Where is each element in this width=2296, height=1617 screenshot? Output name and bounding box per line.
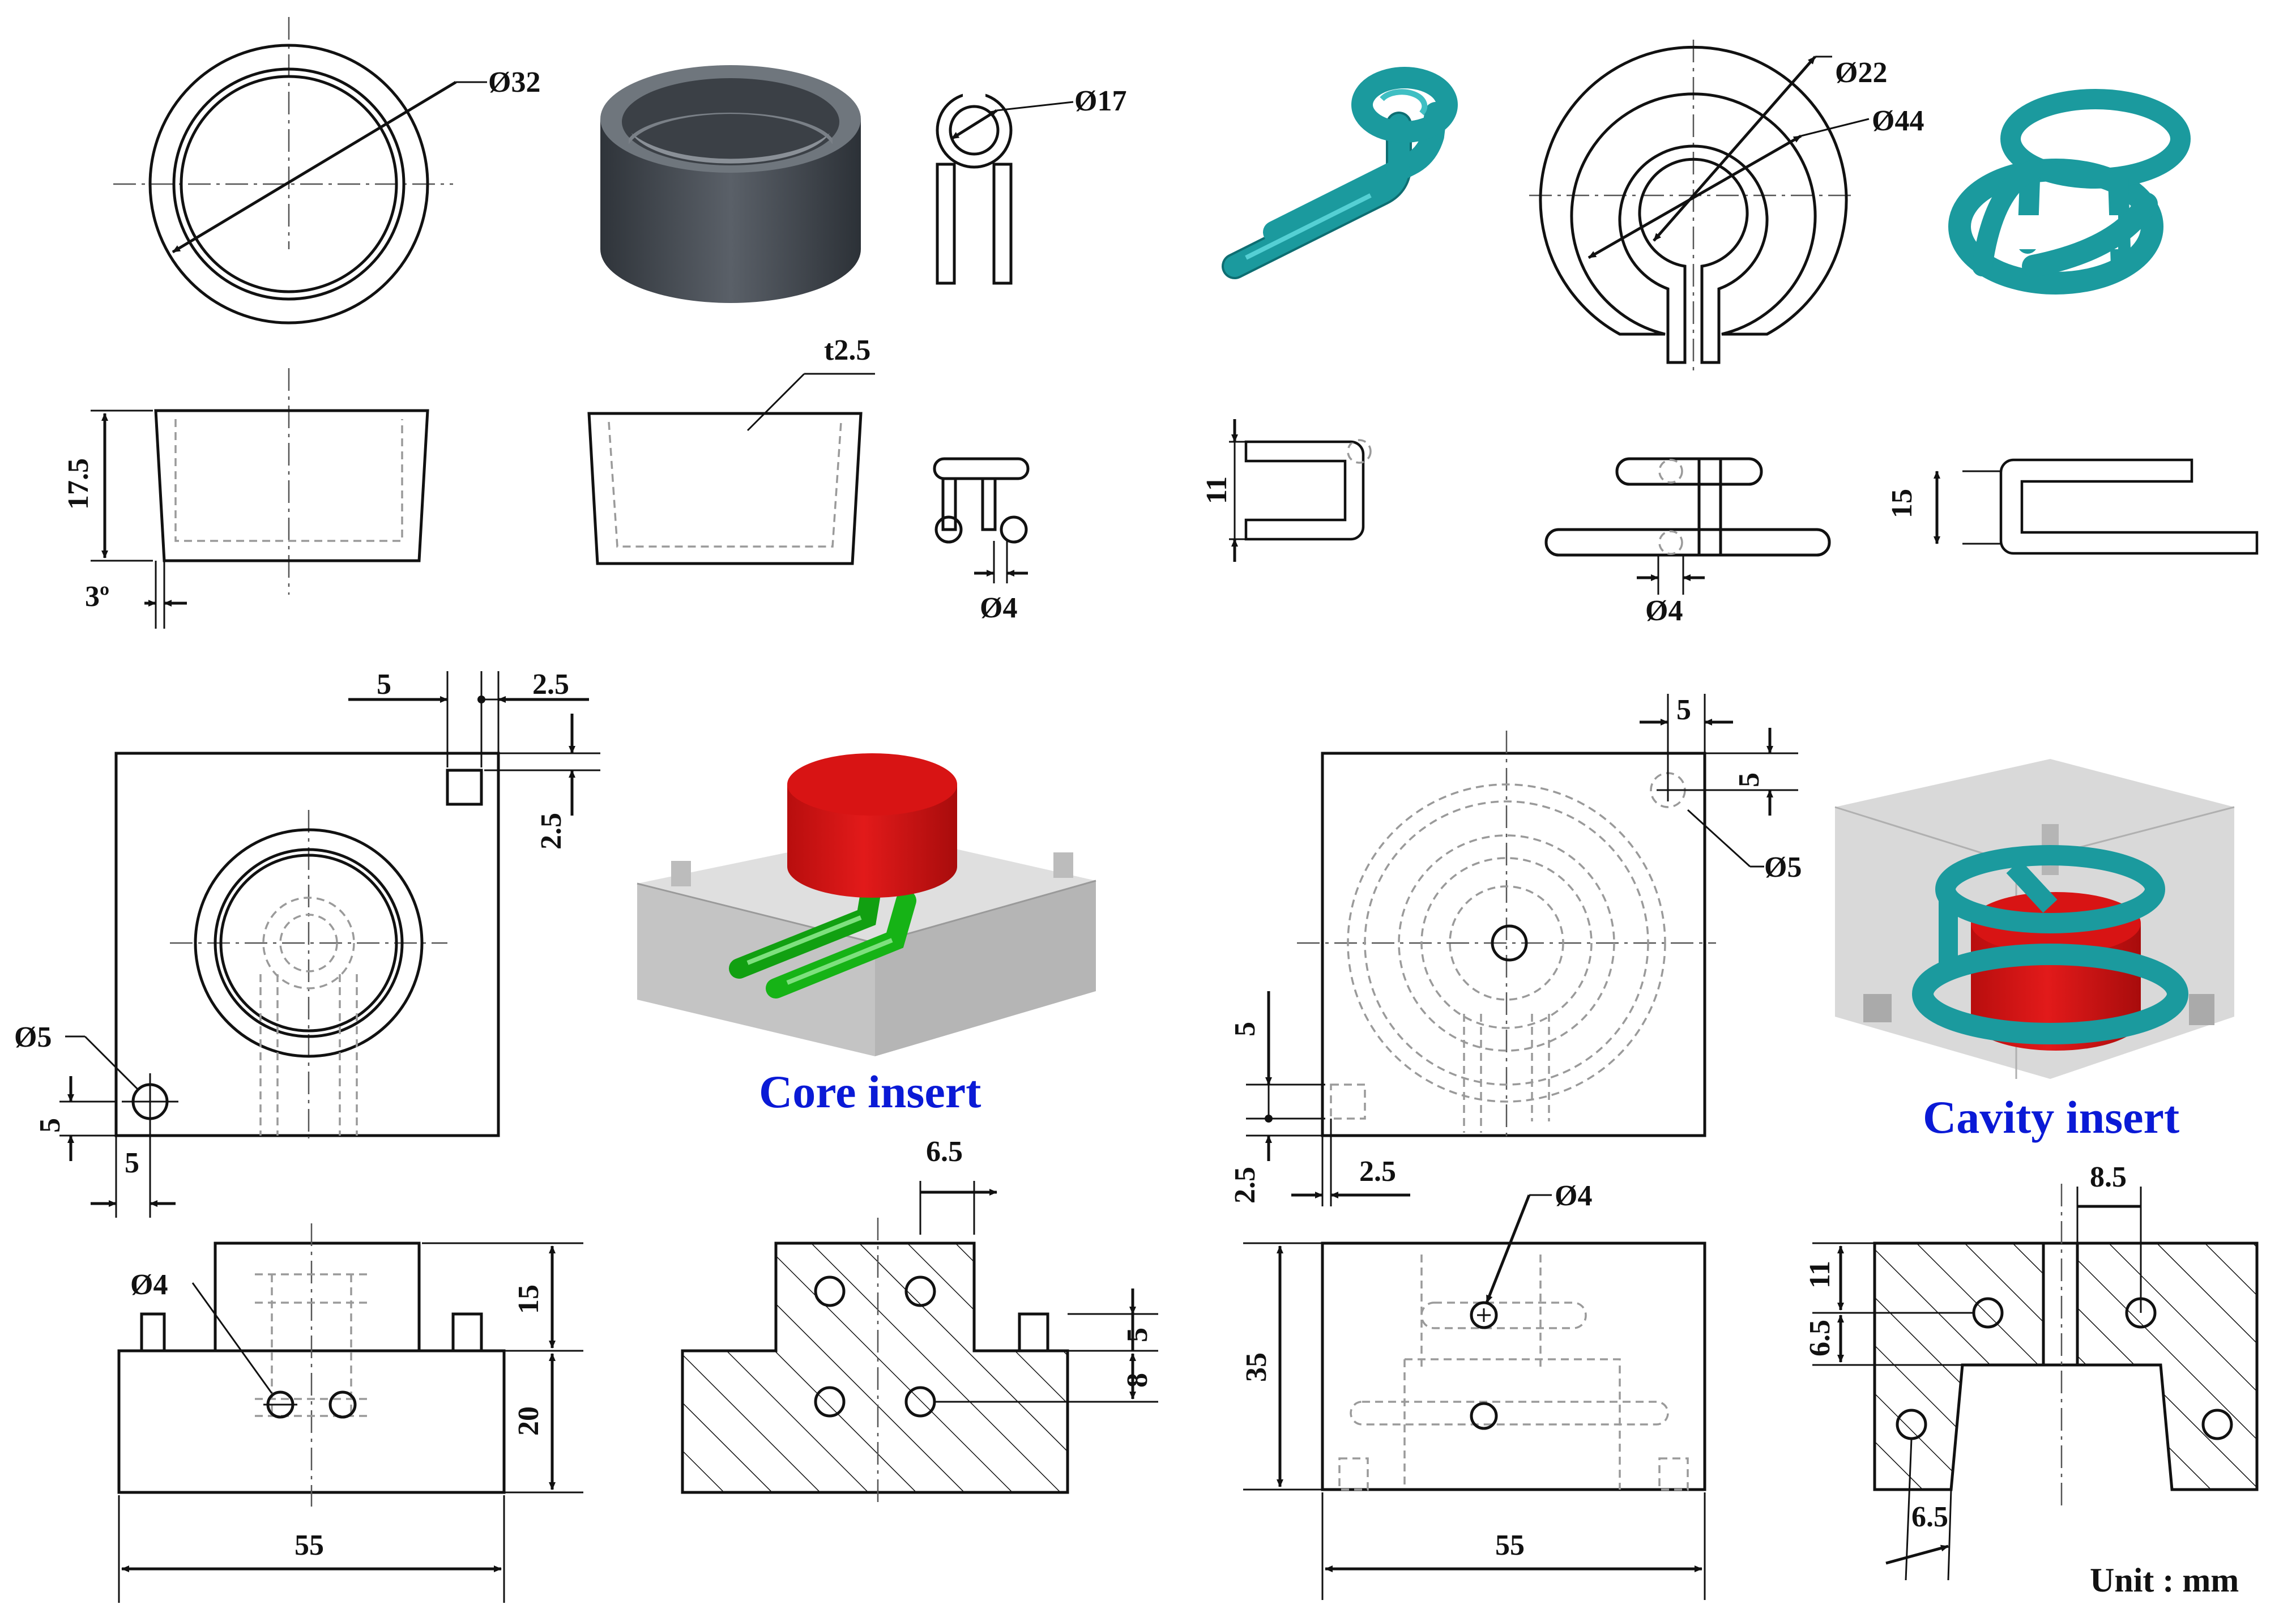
core-insert-3d: Core insert xyxy=(637,753,1096,1117)
core-dim-6-5: 6.5 xyxy=(926,1136,963,1168)
cavity-cooling-top-view: Ø22 Ø44 xyxy=(1529,40,1924,374)
core-insert-caption: Core insert xyxy=(759,1066,981,1117)
cav-dim-2-5-bottom: 2.5 xyxy=(1359,1155,1396,1188)
cavity-cooling-front-view: Ø4 xyxy=(1544,457,1831,627)
cav-dim-2-5-left: 2.5 xyxy=(1229,1167,1261,1204)
core-cooling-front-view: Ø4 xyxy=(933,457,1030,624)
core-dim-20: 20 xyxy=(513,1406,545,1436)
dim-d44: Ø44 xyxy=(1872,105,1924,137)
core-dim-5-sec: 5 xyxy=(1121,1328,1154,1342)
core-dim-5h: 5 xyxy=(125,1147,139,1179)
core-insert-front-view: Ø4 15 20 55 xyxy=(117,1223,583,1603)
core-dim-2-5-right: 2.5 xyxy=(535,813,567,850)
dim-t2-5: t2.5 xyxy=(824,334,870,366)
cavity-insert-caption: Cavity insert xyxy=(1923,1091,2179,1143)
unit-label: Unit : mm xyxy=(2090,1561,2239,1599)
dim-d22: Ø22 xyxy=(1835,57,1887,89)
cav-dim-d5: Ø5 xyxy=(1764,851,1802,884)
cavity-insert-section-view: 8.5 11 6.5 6.5 xyxy=(1804,1161,2259,1581)
cav-dim-35: 35 xyxy=(1240,1353,1273,1382)
dim-3deg: 3º xyxy=(85,581,109,613)
cavity-cooling-3d xyxy=(1948,89,2191,295)
cav-dim-6-5h: 6.5 xyxy=(1911,1501,1948,1533)
dim-17-5: 17.5 xyxy=(62,458,95,510)
dim-d17: Ø17 xyxy=(1074,85,1126,117)
cavity-insert-3d: Cavity insert xyxy=(1834,759,2235,1143)
cav-dim-5-left: 5 xyxy=(1229,1022,1261,1036)
core-dim-55: 55 xyxy=(295,1529,324,1561)
core-dim-5v: 5 xyxy=(34,1118,66,1133)
core-dim-5-top: 5 xyxy=(377,668,391,701)
dim-15: 15 xyxy=(1886,489,1918,518)
cav-dim-11: 11 xyxy=(1804,1261,1836,1289)
dim-d4-b: Ø4 xyxy=(1645,595,1683,627)
cav-dim-8-5: 8.5 xyxy=(2090,1161,2127,1193)
core-cooling-side-view: 11 xyxy=(1201,419,1372,562)
product-3d-cup xyxy=(600,65,861,303)
product-front-view: 17.5 3º xyxy=(62,368,429,629)
cavity-insert-top-view: Ø5 5 5 5 2.5 2.5 xyxy=(1229,694,1802,1206)
cav-dim-55: 55 xyxy=(1495,1529,1525,1561)
core-cooling-top-view: Ø17 xyxy=(936,85,1126,285)
core-dim-d5: Ø5 xyxy=(14,1021,52,1053)
cavity-insert-front-view: Ø4 35 55 xyxy=(1240,1180,1706,1600)
cav-dim-5v: 5 xyxy=(1733,773,1765,787)
cav-dim-5h: 5 xyxy=(1676,694,1691,726)
product-top-view: Ø32 xyxy=(113,17,540,325)
cav-dim-6-5v: 6.5 xyxy=(1804,1320,1836,1356)
dim-11: 11 xyxy=(1201,476,1233,504)
core-dim-2-5-top: 2.5 xyxy=(532,668,569,701)
core-insert-section-view: 6.5 5 8 xyxy=(681,1136,1158,1507)
core-dim-d4: Ø4 xyxy=(130,1269,168,1301)
dim-d4-a: Ø4 xyxy=(980,592,1017,624)
core-insert-top-view: Ø5 5 5 5 2.5 2.5 xyxy=(14,668,600,1218)
cav-dim-d4: Ø4 xyxy=(1555,1180,1592,1212)
cavity-cooling-side-view: 15 xyxy=(1886,458,2259,555)
core-dim-15: 15 xyxy=(513,1285,545,1314)
product-section-view: t2.5 xyxy=(587,334,875,565)
core-cooling-3d xyxy=(1222,67,1458,279)
core-dim-8: 8 xyxy=(1121,1373,1154,1388)
dim-d32: Ø32 xyxy=(488,66,540,99)
